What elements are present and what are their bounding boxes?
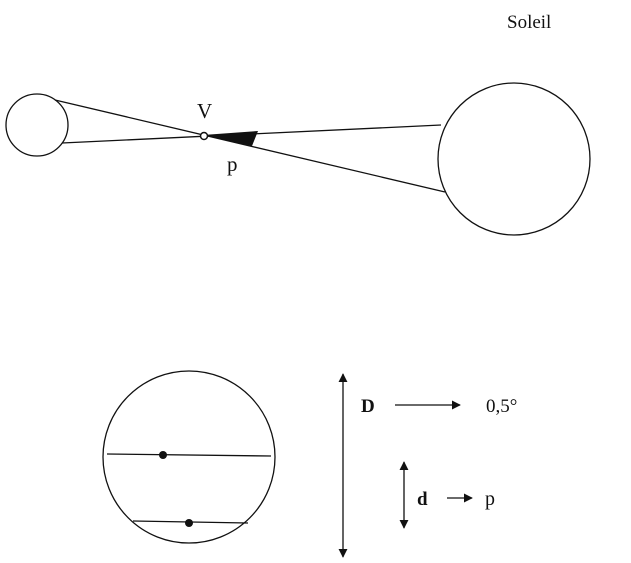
transit-chord-upper [106,453,272,457]
venus-label: V [197,99,212,123]
sun-label: Soleil [507,12,551,33]
venus-position-upper [159,451,167,459]
top-figure [5,82,591,236]
parallax-angle-wedge [203,131,258,146]
diameter-label: D [361,396,375,417]
parallax-label-bottom: p [485,488,495,510]
sun-circle [437,82,591,236]
distance-label: d [417,489,428,510]
earth-circle [5,93,69,157]
parallax-label-top: p [227,152,238,176]
sun-disc [102,370,276,544]
bottom-figure [102,370,473,558]
sight-line-upper [54,99,446,193]
sun-angle-label: 0,5° [486,396,517,417]
venus-point [199,131,209,141]
venus-position-lower [185,519,193,527]
